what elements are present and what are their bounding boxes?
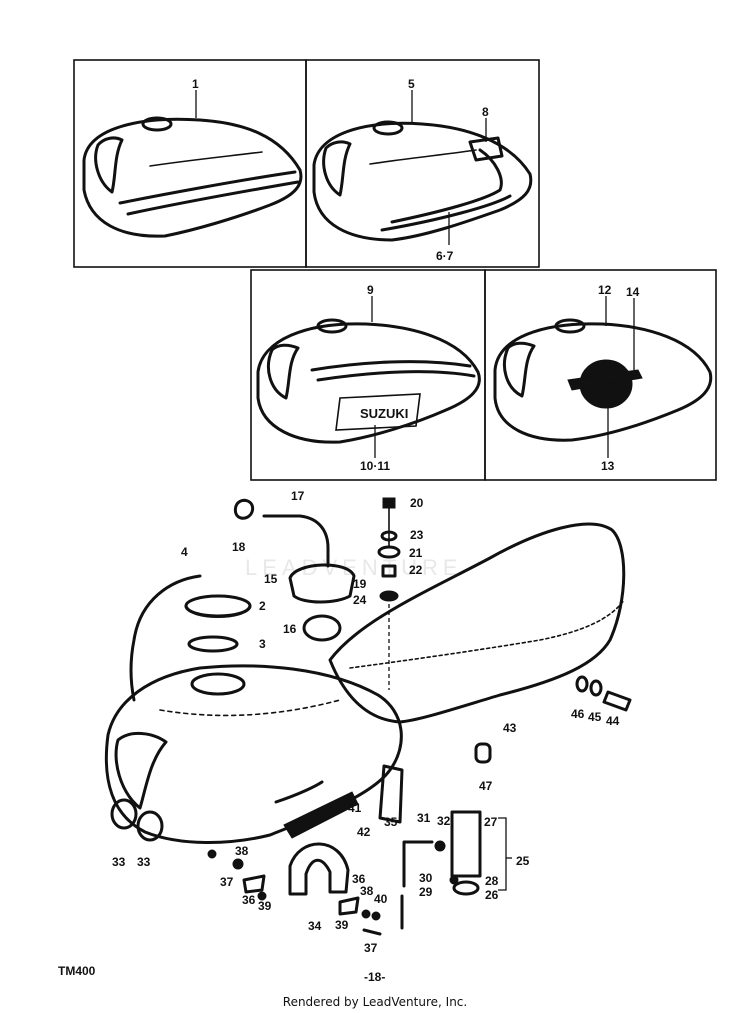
callout-38-right: 38 <box>360 884 374 898</box>
callout-39-left: 39 <box>258 899 272 913</box>
callout-24: 24 <box>353 593 367 607</box>
callout-37-right: 37 <box>364 941 378 955</box>
callout-13: 13 <box>601 459 615 473</box>
panel-tank-12 <box>484 269 717 481</box>
tank-logo-text: SUZUKI <box>360 406 408 421</box>
callout-4: 4 <box>181 545 188 559</box>
callout-32: 32 <box>437 814 451 828</box>
callout-23: 23 <box>410 528 424 542</box>
callout-42: 42 <box>357 825 371 839</box>
callout-3: 3 <box>259 637 266 651</box>
callout-35: 35 <box>384 815 398 829</box>
callout-39-right: 39 <box>335 918 349 932</box>
callout-12: 12 <box>598 283 612 297</box>
callout-25: 25 <box>516 854 530 868</box>
callout-44: 44 <box>606 714 620 728</box>
fuel-tank <box>104 664 403 844</box>
callout-33-left: 33 <box>112 855 126 869</box>
callout-1: 1 <box>192 77 199 91</box>
render-credit: Rendered by LeadVenture, Inc. <box>282 995 468 1009</box>
callout-41: 41 <box>348 801 362 815</box>
panel-tank-5 <box>305 59 540 268</box>
callout-45: 45 <box>588 710 602 724</box>
callout-labels: 1 5 8 6·7 9 10·11 12 14 13 17 20 18 23 2… <box>112 77 640 955</box>
tank-variant-5 <box>312 90 533 245</box>
callout-27: 27 <box>484 815 498 829</box>
callout-16: 16 <box>283 622 297 636</box>
panel-tank-1 <box>73 59 307 268</box>
callout-15: 15 <box>264 572 278 586</box>
callout-47: 47 <box>479 779 493 793</box>
callout-28: 28 <box>485 874 499 888</box>
callout-6-7: 6·7 <box>436 249 454 263</box>
callout-19: 19 <box>353 577 367 591</box>
callout-36-right: 36 <box>352 872 366 886</box>
callout-34: 34 <box>308 919 322 933</box>
callout-5: 5 <box>408 77 415 91</box>
callout-8: 8 <box>482 105 489 119</box>
main-assembly <box>104 497 632 936</box>
callout-40: 40 <box>374 892 388 906</box>
callout-9: 9 <box>367 283 374 297</box>
callout-31: 31 <box>417 811 431 825</box>
callout-21: 21 <box>409 546 423 560</box>
tank-variant-12 <box>493 296 713 458</box>
callout-18: 18 <box>232 540 246 554</box>
callout-29: 29 <box>419 885 433 899</box>
callout-46: 46 <box>571 707 585 721</box>
callout-2: 2 <box>259 599 266 613</box>
diagram-id: TM400 <box>58 964 96 978</box>
tank-variant-9: SUZUKI <box>256 296 481 458</box>
variant-panels <box>73 59 717 481</box>
callout-10-11: 10·11 <box>360 459 390 473</box>
callout-43: 43 <box>503 721 517 735</box>
callout-33-right: 33 <box>137 855 151 869</box>
callout-30: 30 <box>419 871 433 885</box>
page-number: -18- <box>364 970 386 984</box>
callout-20: 20 <box>410 496 424 510</box>
callout-36-left: 36 <box>242 893 256 907</box>
watermark: LEADVENTURE <box>245 555 463 580</box>
callout-22: 22 <box>409 563 423 577</box>
callout-17: 17 <box>291 489 305 503</box>
callout-26: 26 <box>485 888 499 902</box>
watermark-text: LEADVENTURE <box>245 555 463 580</box>
callout-38: 38 <box>235 844 249 858</box>
tank-variant-1 <box>82 90 303 238</box>
callout-14: 14 <box>626 285 640 299</box>
callout-37-left: 37 <box>220 875 234 889</box>
